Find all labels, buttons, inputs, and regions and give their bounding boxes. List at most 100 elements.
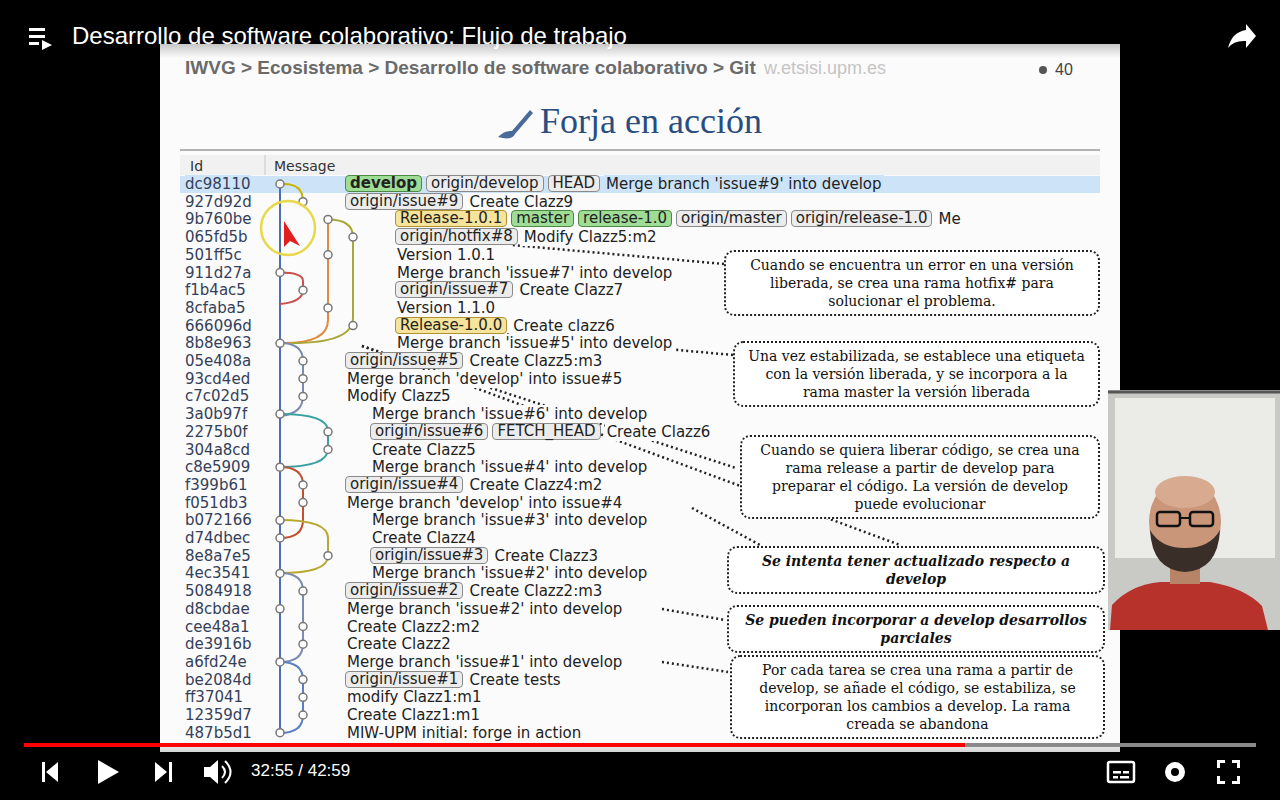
- watermark: w.etsisi.upm.es: [764, 58, 886, 78]
- commit-row: Merge branch 'issue#2' into develop: [370, 564, 649, 582]
- branch-tag-label: master: [516, 209, 569, 227]
- player-icons: [29, 24, 1256, 784]
- commit-id: 911d27a: [185, 264, 251, 282]
- callout-text: Cuando se quiera liberar código, se crea…: [752, 441, 1088, 513]
- commit-row: Create Clazz5: [370, 441, 478, 459]
- commit-message: Create Clazz1:m1: [345, 706, 482, 724]
- commit-message: Modify Clazz5:m2: [522, 228, 659, 246]
- commit-id: 9b760be: [185, 210, 251, 228]
- branch-tag-label: origin/issue#9: [350, 192, 458, 210]
- branch-tag: origin/release-1.0: [791, 210, 933, 227]
- commit-id: 93cd4ed: [185, 370, 250, 388]
- commit-row: origin/issue#6FETCH_HEADCreate Clazz6: [370, 423, 712, 441]
- branch-tag-label: HEAD: [553, 174, 596, 192]
- commit-row: Create Clazz2:m2: [345, 618, 482, 636]
- commit-message: MIW-UPM initial: forge in action: [345, 724, 583, 742]
- callout-box: Una vez estabilizada, se establece una e…: [733, 341, 1100, 407]
- commit-id: d74dbec: [185, 529, 250, 547]
- commit-id: cee48a1: [185, 618, 250, 636]
- branch-tag-label: origin/release-1.0: [796, 209, 928, 227]
- commit-message: Merge branch 'issue#3' into develop: [370, 511, 649, 529]
- commit-id: 4ec3541: [185, 564, 250, 582]
- commit-dot: [299, 481, 307, 489]
- commit-row: Merge branch 'issue#3' into develop: [370, 511, 649, 529]
- commit-id: d74dbec: [185, 529, 250, 547]
- player-icons: [46, 762, 58, 782]
- commit-graph: [280, 573, 303, 662]
- commit-dot: [324, 251, 332, 259]
- commit-message: Create Clazz6: [605, 423, 713, 441]
- time-display: 32:55 / 42:59: [251, 761, 350, 780]
- commit-id: 8cfaba5: [185, 299, 246, 317]
- callout-text: Por cada tarea se crea una rama a partir…: [742, 661, 1093, 733]
- commit-row: Modify Clazz5: [345, 387, 453, 405]
- commit-dot: [276, 534, 284, 542]
- player-icons: [204, 760, 218, 784]
- player-icons: [225, 761, 231, 783]
- webcam-panel: [1180, 517, 1190, 519]
- branch-tag-label: origin/develop: [431, 174, 538, 192]
- commit-id: 927d92d: [185, 193, 252, 211]
- commit-message: Create Clazz9: [467, 193, 575, 211]
- player-icons: [98, 760, 119, 784]
- commit-row: Release-1.0.1masterrelease-1.0origin/mas…: [395, 210, 963, 228]
- commit-dot: [299, 392, 307, 400]
- commit-id: de3916b: [185, 635, 251, 653]
- callout-box: Cuando se encuentra un error en una vers…: [724, 250, 1100, 316]
- commit-message: Modify Clazz5: [345, 387, 453, 405]
- commit-id: f399b61: [185, 476, 248, 494]
- commit-row: Merge branch 'develop' into issue#4: [345, 494, 624, 512]
- callout-text: Se pueden incorporar a develop desarroll…: [739, 611, 1093, 647]
- commit-id: b072166: [185, 511, 252, 529]
- commit-id: 8b8e963: [185, 334, 251, 352]
- commit-dot: [276, 658, 284, 666]
- commit-dot: [299, 711, 307, 719]
- branch-tag-label: origin/issue#1: [350, 670, 458, 688]
- commit-dot: [299, 499, 307, 507]
- commit-id: 666096d: [185, 317, 252, 335]
- commit-message: Merge branch 'issue#1' into develop: [345, 653, 624, 671]
- branch-tag-label: Release-1.0.1: [400, 209, 502, 227]
- slide: [180, 176, 1100, 193]
- commit-id: de3916b: [185, 635, 251, 653]
- commit-row: origin/issue#7Create Clazz7: [395, 281, 625, 299]
- commit-graph: [292, 219, 353, 343]
- branch-tag: master: [511, 210, 574, 227]
- commit-id: 666096d: [185, 317, 252, 335]
- column-header: Message: [274, 158, 335, 174]
- webcam-panel: [1155, 476, 1215, 508]
- commit-message: Create clazz6: [511, 317, 617, 335]
- commit-row: origin/issue#2Create Clazz2:m3: [345, 582, 604, 600]
- commit-id: d8cbdae: [185, 600, 250, 618]
- branch-tag: origin/issue#6: [370, 423, 488, 440]
- commit-id: ff37041: [185, 688, 243, 706]
- branch-tag: origin/issue#4: [345, 476, 463, 493]
- player-gradient: [0, 752, 1280, 800]
- commit-graph: [279, 184, 281, 733]
- slide: [180, 155, 1100, 175]
- time-display: 32:55 / 42:59: [251, 761, 350, 781]
- commit-id: be2084d: [185, 671, 251, 689]
- player-icons: [29, 28, 45, 31]
- branch-tag: origin/hotfix#8: [395, 228, 518, 245]
- commit-id: c7c02d5: [185, 387, 249, 405]
- commit-dot: [276, 729, 284, 737]
- commit-row: Merge branch 'issue#7' into develop: [395, 264, 674, 282]
- commit-id: 065fd5b: [185, 228, 248, 246]
- commit-dot: [324, 446, 332, 454]
- commit-dot: [276, 463, 284, 471]
- commit-dot: [299, 587, 307, 595]
- commit-graph: [280, 414, 328, 467]
- commit-graph: [284, 219, 328, 343]
- commit-dot: [276, 569, 284, 577]
- callout-text: Cuando se encuentra un error en una vers…: [736, 256, 1088, 310]
- column-header: Message: [274, 156, 335, 175]
- commit-id: 9b760be: [185, 210, 251, 228]
- breadcrumb: IWVG > Ecosistema > Desarrollo de softwa…: [185, 57, 756, 78]
- commit-dot: [299, 693, 307, 701]
- commit-id: f399b61: [185, 476, 248, 494]
- commit-row: developorigin/developHEADMerge branch 'i…: [345, 175, 884, 193]
- commit-row: Merge branch 'issue#6' into develop: [370, 405, 649, 423]
- commit-message: Create Clazz5: [370, 441, 478, 459]
- slide-title: Forja en acción: [540, 100, 762, 142]
